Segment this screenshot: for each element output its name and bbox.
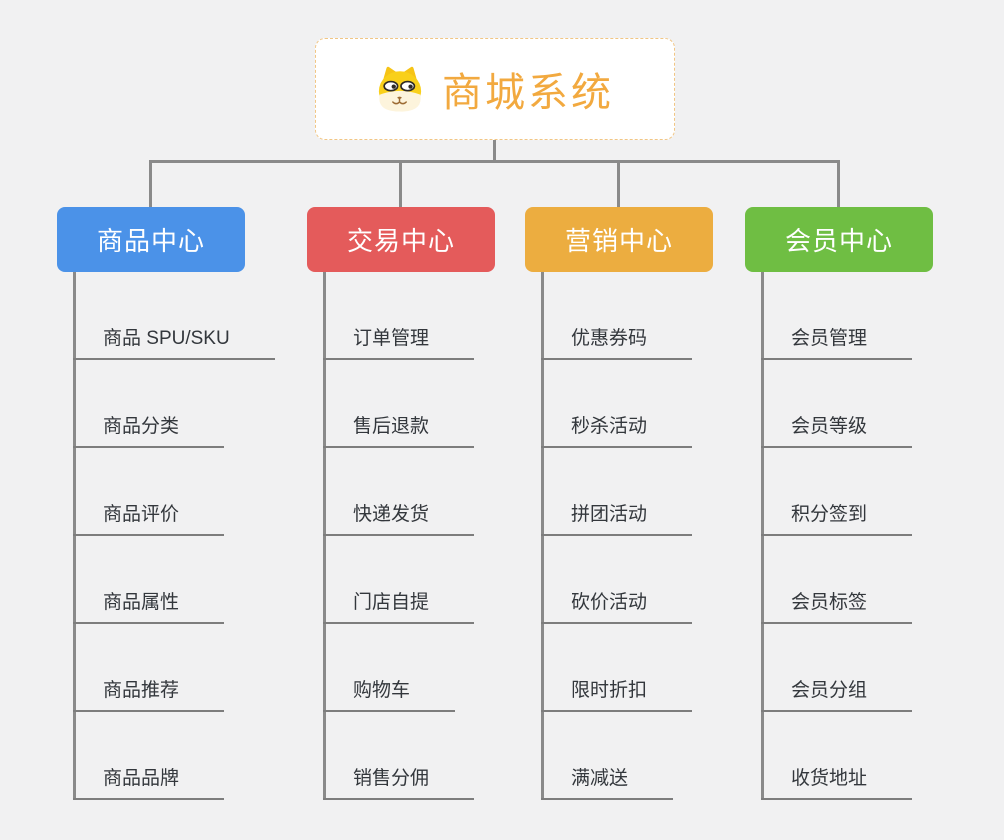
topic-coupon-code[interactable]: 优惠券码	[541, 323, 693, 360]
list-item: 商品分类	[73, 360, 245, 448]
list-item: 售后退款	[323, 360, 495, 448]
list-item: 会员标签	[761, 536, 933, 624]
topic-express-shipping[interactable]: 快递发货	[323, 499, 475, 536]
topic-member-level[interactable]: 会员等级	[761, 411, 913, 448]
list-item: 门店自提	[323, 536, 495, 624]
branch-members: 会员中心 会员管理 会员等级 积分签到 会员标签 会员分组 收货地址	[745, 207, 933, 800]
connector-drop-members	[837, 161, 840, 207]
list-item: 满减送	[541, 712, 713, 800]
branch-header-members[interactable]: 会员中心	[745, 207, 933, 272]
topic-after-sale-refund[interactable]: 售后退款	[323, 411, 475, 448]
list-item: 快递发货	[323, 448, 495, 536]
branch-marketing: 营销中心 优惠券码 秒杀活动 拼团活动 砍价活动 限时折扣 满减送	[525, 207, 713, 800]
topic-bargain-activity[interactable]: 砍价活动	[541, 587, 693, 624]
list-item: 购物车	[323, 624, 495, 712]
list-item: 商品 SPU/SKU	[73, 272, 275, 360]
root-topic-title: 商城系统	[442, 71, 614, 115]
list-item: 商品属性	[73, 536, 245, 624]
list-item: 会员等级	[761, 360, 933, 448]
connector-drop-trade	[399, 161, 402, 207]
list-item: 会员分组	[761, 624, 933, 712]
topic-shipping-address[interactable]: 收货地址	[761, 763, 913, 800]
topic-points-checkin[interactable]: 积分签到	[761, 499, 913, 536]
branch-trade-items: 订单管理 售后退款 快递发货 门店自提 购物车 销售分佣	[323, 272, 495, 800]
branch-header-trade[interactable]: 交易中心	[307, 207, 495, 272]
connector-bus	[149, 160, 840, 163]
branch-marketing-items: 优惠券码 秒杀活动 拼团活动 砍价活动 限时折扣 满减送	[541, 272, 713, 800]
list-item: 销售分佣	[323, 712, 495, 800]
topic-member-group[interactable]: 会员分组	[761, 675, 913, 712]
list-item: 限时折扣	[541, 624, 713, 712]
topic-product-brand[interactable]: 商品品牌	[73, 763, 225, 800]
topic-product-recommend[interactable]: 商品推荐	[73, 675, 225, 712]
list-item: 优惠券码	[541, 272, 713, 360]
dog-face-icon	[378, 66, 422, 112]
connector-trunk	[493, 139, 496, 162]
branch-header-products[interactable]: 商品中心	[57, 207, 245, 272]
branch-products: 商品中心 商品 SPU/SKU 商品分类 商品评价 商品属性 商品推荐 商品品牌	[57, 207, 275, 800]
topic-group-buy[interactable]: 拼团活动	[541, 499, 693, 536]
list-item: 砍价活动	[541, 536, 713, 624]
topic-shopping-cart[interactable]: 购物车	[323, 675, 456, 712]
list-item: 订单管理	[323, 272, 495, 360]
branch-header-marketing[interactable]: 营销中心	[525, 207, 713, 272]
list-item: 拼团活动	[541, 448, 713, 536]
list-item: 收货地址	[761, 712, 933, 800]
topic-product-attribute[interactable]: 商品属性	[73, 587, 225, 624]
connector-drop-products	[149, 161, 152, 207]
branch-trade: 交易中心 订单管理 售后退款 快递发货 门店自提 购物车 销售分佣	[307, 207, 495, 800]
list-item: 商品推荐	[73, 624, 245, 712]
branch-products-items: 商品 SPU/SKU 商品分类 商品评价 商品属性 商品推荐 商品品牌	[73, 272, 275, 800]
branch-members-items: 会员管理 会员等级 积分签到 会员标签 会员分组 收货地址	[761, 272, 933, 800]
topic-full-reduction[interactable]: 满减送	[541, 763, 674, 800]
topic-order-management[interactable]: 订单管理	[323, 323, 475, 360]
list-item: 积分签到	[761, 448, 933, 536]
root-topic[interactable]: 商城系统	[315, 38, 675, 140]
topic-product-category[interactable]: 商品分类	[73, 411, 225, 448]
topic-member-tag[interactable]: 会员标签	[761, 587, 913, 624]
connector-drop-marketing	[617, 161, 620, 207]
topic-limited-time-discount[interactable]: 限时折扣	[541, 675, 693, 712]
topic-sales-commission[interactable]: 销售分佣	[323, 763, 475, 800]
list-item: 商品评价	[73, 448, 245, 536]
topic-product-spu-sku[interactable]: 商品 SPU/SKU	[73, 323, 275, 360]
topic-store-pickup[interactable]: 门店自提	[323, 587, 475, 624]
list-item: 秒杀活动	[541, 360, 713, 448]
topic-flash-sale[interactable]: 秒杀活动	[541, 411, 693, 448]
topic-product-review[interactable]: 商品评价	[73, 499, 225, 536]
list-item: 商品品牌	[73, 712, 245, 800]
list-item: 会员管理	[761, 272, 933, 360]
topic-member-management[interactable]: 会员管理	[761, 323, 913, 360]
